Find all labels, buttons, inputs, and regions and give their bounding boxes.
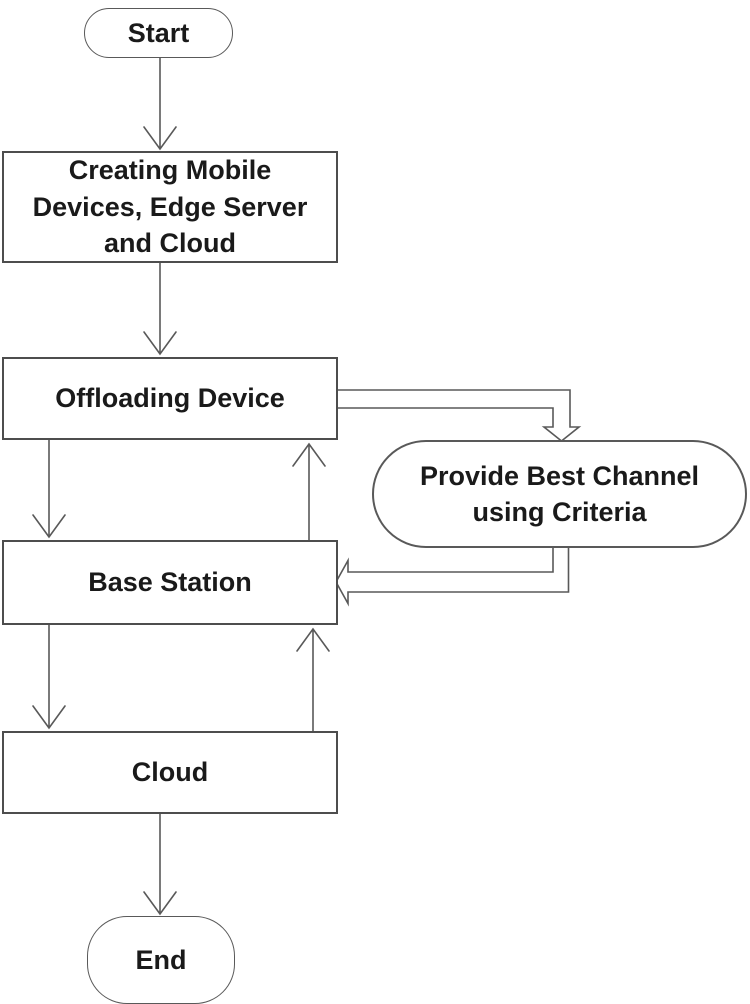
block-arrow-offloading-to-provide (337, 389, 582, 443)
arrow-cloud-to-end (143, 813, 177, 916)
arrow-cloud-to-base (296, 627, 330, 732)
node-base-label: Base Station (88, 567, 252, 598)
node-end-label: End (135, 944, 187, 975)
arrow-base-to-cloud (32, 624, 66, 730)
arrow-creating-to-offloading (143, 262, 177, 356)
node-base-station: Base Station (2, 540, 338, 625)
node-offloading-label: Offloading Device (55, 383, 285, 414)
node-cloud-label: Cloud (131, 757, 209, 788)
arrow-start-to-creating (143, 57, 177, 151)
node-provide-best-channel: Provide Best Channel using Criteria (372, 440, 747, 548)
node-start: Start (84, 8, 233, 58)
block-arrow-provide-to-base (335, 547, 570, 607)
arrow-offloading-to-base (32, 439, 66, 539)
node-end: End (87, 916, 235, 1004)
arrow-base-to-offloading (292, 442, 326, 541)
node-offloading-device: Offloading Device (2, 357, 338, 440)
node-start-label: Start (127, 17, 190, 48)
node-cloud: Cloud (2, 731, 338, 814)
node-creating-mobile-devices: Creating Mobile Devices, Edge Server and… (2, 151, 338, 263)
node-provide-label: Provide Best Channel using Criteria (419, 460, 700, 527)
node-creating-label: Creating Mobile Devices, Edge Server and… (32, 155, 308, 259)
